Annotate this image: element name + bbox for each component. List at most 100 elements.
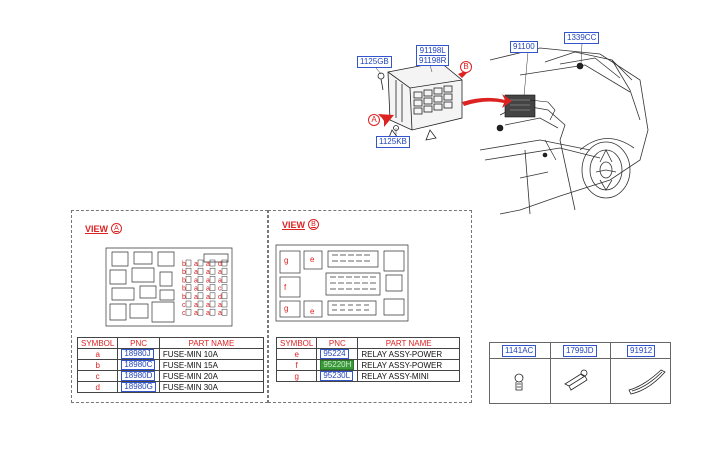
pnc-link[interactable]: 18980G	[121, 382, 156, 392]
fuse-slot-label: b	[182, 286, 186, 293]
callout-1141ac[interactable]: 1141AC	[502, 345, 537, 357]
vehicle-outline	[479, 47, 649, 215]
fuse-slot-label: b	[182, 269, 186, 276]
table-row: g 95230L RELAY ASSY-MINI	[275, 370, 460, 382]
table-row: d 18980G FUSE-MIN 30A	[76, 381, 265, 393]
view-b-parts-table: SYMBOL PNC PART NAME e 95224 RELAY ASSY-…	[275, 337, 460, 382]
header-symbol: SYMBOL	[76, 337, 119, 349]
fuse-slot-label: d	[218, 261, 222, 268]
pnc-cell[interactable]: 18980C	[117, 359, 160, 371]
view-a-title-marker: A	[111, 223, 123, 234]
junction-box-drawing	[377, 61, 463, 141]
callout-91912[interactable]: 91912	[627, 345, 656, 357]
view-b-title-marker: B	[308, 219, 320, 230]
fuse-slot	[209, 267, 216, 275]
fuse-slot	[185, 300, 192, 308]
fuse-slot	[221, 284, 228, 291]
fuse-slot-label: a	[206, 286, 210, 293]
callout-91198l[interactable]: 91198L	[419, 46, 446, 55]
header-pnc: PNC	[316, 337, 359, 349]
fuse-slot	[185, 267, 192, 275]
callout-91100[interactable]: 91100	[510, 41, 538, 53]
header-pnc: PNC	[117, 337, 160, 349]
symbol-cell: a	[76, 348, 119, 360]
view-b-title: VIEW B	[282, 219, 320, 230]
callout-91198r[interactable]: 91198R	[419, 55, 447, 65]
pnc-link-highlighted[interactable]: 95220H	[320, 360, 355, 370]
callout-1339cc[interactable]: 1339CC	[564, 32, 600, 44]
small-parts-panel	[489, 342, 671, 404]
fuse-slot-label: a	[194, 277, 198, 284]
part-name-cell: FUSE-MIN 20A	[158, 370, 265, 382]
pnc-link[interactable]: 18980C	[121, 360, 156, 370]
pnc-cell[interactable]: 95230L	[316, 370, 359, 382]
fuse-slot	[221, 259, 228, 267]
fuse-slot-label: b	[182, 294, 186, 301]
part-name-cell: RELAY ASSY-MINI	[357, 370, 460, 382]
fuse-slot	[221, 300, 228, 308]
pnc-link[interactable]: 18980J	[121, 349, 154, 359]
symbol-cell: e	[275, 348, 318, 360]
fuse-slot	[197, 259, 204, 267]
bolt-icon	[514, 373, 524, 391]
fuse-slot	[209, 300, 216, 308]
view-a-title: VIEW A	[85, 223, 123, 234]
view-b-title-text: VIEW	[282, 219, 306, 230]
view-a-parts-table: SYMBOL PNC PART NAME a 18980J FUSE-MIN 1…	[76, 337, 265, 393]
table-row: a 18980J FUSE-MIN 10A	[76, 348, 265, 360]
part-name-cell: FUSE-MIN 15A	[158, 359, 265, 371]
callout-1799jd[interactable]: 1799JD	[563, 345, 597, 357]
view-a-arrow	[378, 114, 394, 127]
callout-1125gb[interactable]: 1125GB	[357, 56, 392, 68]
pnc-cell[interactable]: 18980D	[117, 370, 160, 382]
fuse-slot	[185, 276, 192, 283]
fuse-slot-label: b	[182, 277, 186, 284]
pnc-link[interactable]: 95224	[320, 349, 349, 359]
fuse-slot	[197, 300, 204, 308]
pnc-cell[interactable]: 95220H	[316, 359, 359, 371]
relay-label-e1: e	[310, 255, 315, 264]
symbol-cell: c	[76, 370, 119, 382]
view-a-panel	[71, 210, 268, 403]
fuse-slot	[197, 308, 204, 316]
relay-panel-drawing	[275, 244, 409, 322]
table-row: c 18980D FUSE-MIN 20A	[76, 370, 265, 382]
pnc-cell[interactable]: 18980G	[117, 381, 160, 393]
assembly-illustration	[375, 42, 649, 215]
callout-1125kb[interactable]: 1125KB	[376, 136, 410, 148]
callout-91198l-91198r[interactable]: 91198L 91198R	[416, 45, 450, 66]
fuse-slot-label: a	[194, 310, 198, 317]
table-row: f 95220H RELAY ASSY-POWER	[275, 359, 460, 371]
fuse-slot-label: d	[218, 294, 222, 301]
part-name-cell: RELAY ASSY-POWER	[357, 348, 460, 360]
pnc-link[interactable]: 95230L	[320, 371, 354, 381]
fuse-slot	[185, 259, 192, 267]
fuse-slot	[185, 284, 192, 291]
symbol-cell: b	[76, 359, 119, 371]
table-row: e 95224 RELAY ASSY-POWER	[275, 348, 460, 360]
part-name-cell: FUSE-MIN 10A	[158, 348, 265, 360]
fuse-slot	[209, 308, 216, 316]
header-part-name: PART NAME	[357, 337, 460, 349]
fuse-slot-label: a	[206, 277, 210, 284]
fuse-slot-label: a	[218, 277, 222, 284]
fuse-slot-label: a	[194, 269, 198, 276]
pnc-cell[interactable]: 95224	[316, 348, 359, 360]
pnc-cell[interactable]: 18980J	[117, 348, 160, 360]
fuse-slot-label: c	[182, 310, 186, 317]
fuse-slot	[197, 292, 204, 300]
view-marker-a: A	[368, 114, 380, 126]
fuse-slot-label: a	[218, 310, 222, 317]
relay-label-f1: f	[284, 283, 287, 292]
pnc-link[interactable]: 18980D	[121, 371, 156, 381]
fuse-slot	[221, 276, 228, 283]
view-a-title-text: VIEW	[85, 223, 109, 234]
fuse-slot-label: a	[206, 294, 210, 301]
header-symbol: SYMBOL	[275, 337, 318, 349]
fuse-slot	[185, 292, 192, 300]
fuse-slot-label: c	[218, 286, 222, 293]
part-name-cell: FUSE-MIN 30A	[158, 381, 265, 393]
fuse-slot-label: b	[182, 261, 186, 268]
fuse-slot	[209, 292, 216, 300]
clip-icon	[564, 369, 588, 391]
